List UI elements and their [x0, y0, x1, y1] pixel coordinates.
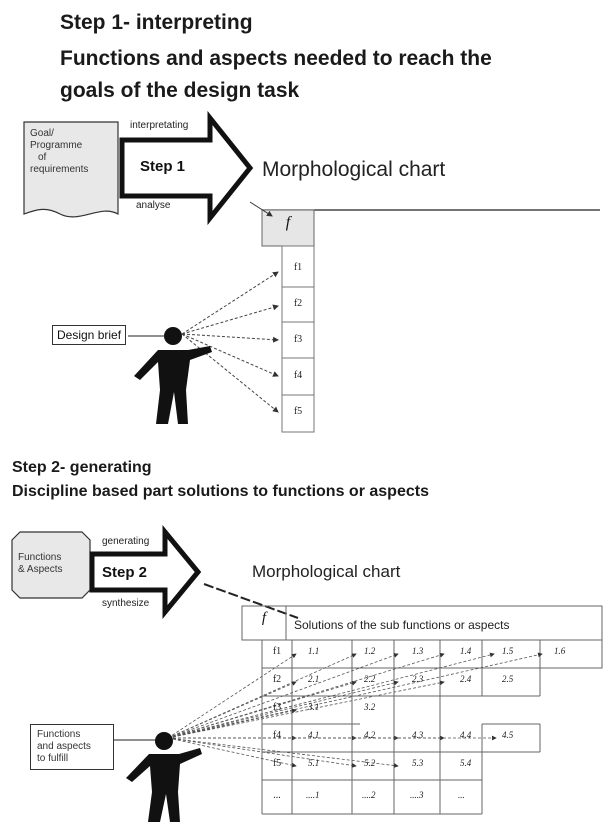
- row-function-label: f2: [272, 674, 282, 685]
- step1-arrow-label: Step 1: [140, 158, 186, 175]
- solution-cell: 4.5: [502, 730, 514, 740]
- step1-arrow-top-label: interpretating: [130, 120, 189, 131]
- solution-cell: 4.1: [308, 730, 320, 740]
- function-cell: f3: [293, 334, 303, 345]
- row-function-label: f4: [272, 730, 282, 741]
- solution-cell: 2.1: [308, 674, 320, 684]
- step2-doc: Functions & Aspects: [18, 552, 62, 576]
- step2-header-f: f: [261, 610, 267, 626]
- function-cell: f1: [293, 262, 303, 273]
- solution-cell: ....2: [362, 790, 376, 800]
- step1-subtitle-line1: Functions and aspects needed to reach th…: [60, 47, 492, 70]
- step1-header-f: f: [285, 214, 291, 231]
- solution-cell: 1.2: [364, 646, 376, 656]
- step2-arrow-top-label: generating: [102, 536, 150, 547]
- solution-cell: ....1: [306, 790, 320, 800]
- step2-chart-title: Morphological chart: [252, 562, 401, 581]
- solution-cell: 3.2: [364, 702, 376, 712]
- doc-line: Goal/: [30, 128, 54, 139]
- step2-subtitle: Discipline based part solutions to funct…: [12, 483, 429, 500]
- step1-arrow-bottom-label: analyse: [136, 200, 171, 211]
- step1-doc: Goal/ Programme of requirements: [30, 128, 114, 176]
- solution-cell: 1.6: [554, 646, 566, 656]
- solution-cell: 2.3: [412, 674, 424, 684]
- row-function-label: f1: [272, 646, 282, 657]
- row-function-label: f3: [272, 702, 282, 713]
- doc-line: Functions: [18, 552, 62, 563]
- solution-cell: 5.3: [412, 758, 424, 768]
- solutions-header: Solutions of the sub functions or aspect…: [294, 618, 510, 632]
- solution-cell: 4.4: [460, 730, 472, 740]
- solution-cell: 1.3: [412, 646, 424, 656]
- solution-cell: ....3: [410, 790, 424, 800]
- step1-subtitle-line2: goals of the design task: [60, 79, 300, 102]
- step2-title: Step 2- generating: [12, 459, 152, 476]
- step1-chart-title: Morphological chart: [262, 158, 446, 181]
- fulfill-line: Functions: [37, 729, 81, 740]
- solution-cell: 2.4: [460, 674, 472, 684]
- design-brief-box: Design brief: [52, 325, 127, 345]
- step2-arrow-bottom-label: synthesize: [102, 598, 150, 609]
- function-cell: f5: [293, 406, 303, 417]
- function-cell: f4: [293, 370, 303, 381]
- row-function-label: ...: [273, 790, 281, 801]
- doc-line: requirements: [30, 164, 89, 175]
- step2-arrow-label: Step 2: [102, 564, 148, 581]
- solution-cell: 5.4: [460, 758, 472, 768]
- solution-cell: 4.3: [412, 730, 424, 740]
- fulfill-line: to fulfill: [37, 753, 69, 764]
- solution-cell: 3.1: [308, 702, 320, 712]
- solution-cell: 4.2: [364, 730, 376, 740]
- solution-cell: 2.2: [364, 674, 376, 684]
- step1-title: Step 1- interpreting: [60, 11, 253, 34]
- row-function-label: f5: [272, 758, 282, 769]
- doc-line: Programme: [30, 140, 83, 151]
- solution-cell: 5.1: [308, 758, 320, 768]
- solution-cell: 1.1: [308, 646, 320, 656]
- function-cell: f2: [293, 298, 303, 309]
- doc-line: of: [38, 152, 47, 163]
- solution-cell: 1.5: [502, 646, 514, 656]
- doc-line: & Aspects: [18, 564, 63, 575]
- fulfill-box: Functions and aspects to fulfill: [30, 724, 114, 770]
- solution-cell: ...: [458, 790, 465, 800]
- fulfill-line: and aspects: [37, 741, 91, 752]
- solution-cell: 1.4: [460, 646, 472, 656]
- solution-cell: 5.2: [364, 758, 376, 768]
- solution-cell: 2.5: [502, 674, 514, 684]
